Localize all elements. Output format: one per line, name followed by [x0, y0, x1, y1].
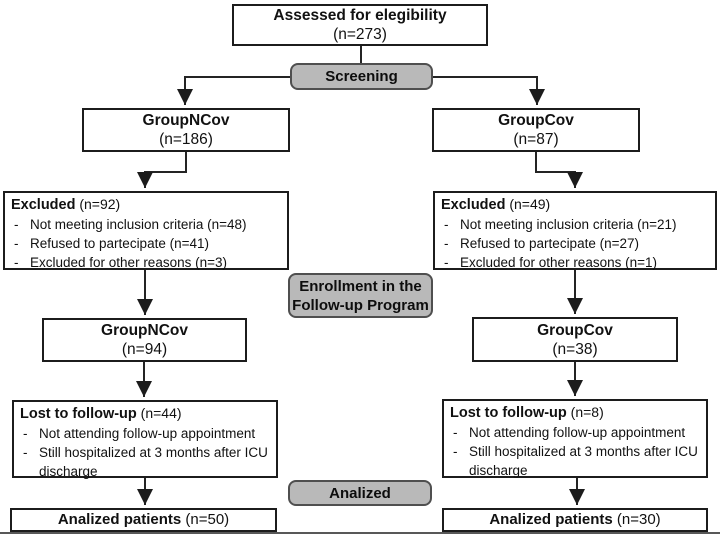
excluded-cov-box: Excluded (n=49) - Not meeting inclusion … — [433, 191, 717, 270]
list-item: - Still hospitalized at 3 months after I… — [450, 442, 701, 480]
lost-ncov-label: Lost to follow-up — [20, 406, 137, 422]
list-item: - Not meeting inclusion criteria (n=48) — [11, 215, 282, 234]
list-item-text: Refused to partecipate (n=41) — [30, 236, 209, 251]
connector-groupcov-to-excluded — [535, 150, 584, 188]
connector-screening-to-groupcov — [432, 76, 546, 105]
group-ncov-enrolled-title: GroupNCov — [101, 322, 188, 339]
stage-screening-label: Screening — [325, 68, 398, 85]
connector-screening-to-groupncov — [176, 76, 291, 105]
group-cov-screened-title: GroupCov — [498, 112, 574, 129]
excluded-ncov-label: Excluded — [11, 197, 76, 213]
group-cov-screened-count: (n=87) — [513, 131, 559, 148]
lost-ncov-title: Lost to follow-up (n=44) — [20, 404, 271, 424]
list-item-text: Not meeting inclusion criteria (n=21) — [460, 217, 677, 232]
lost-cov-count: (n=8) — [570, 404, 604, 420]
bullet-dash: - — [453, 425, 458, 440]
group-cov-enrolled-box: GroupCov (n=38) — [472, 317, 678, 362]
stage-screening: Screening — [290, 63, 433, 90]
group-ncov-enrolled-box: GroupNCov (n=94) — [42, 318, 247, 362]
list-item-text: Not attending follow-up appointment — [39, 426, 256, 441]
analized-cov-count: (n=30) — [616, 511, 661, 528]
group-ncov-enrolled-count: (n=94) — [121, 341, 168, 358]
list-item: - Refused to partecipate (n=27) — [441, 234, 710, 253]
list-item: - Excluded for other reasons (n=3) — [11, 253, 282, 272]
list-item-text: Excluded for other reasons (n=3) — [30, 255, 227, 270]
group-ncov-screened-box: GroupNCov (n=186) — [82, 108, 290, 152]
lost-ncov-box: Lost to follow-up (n=44) - Not attending… — [12, 400, 278, 481]
analized-ncov-count: (n=50) — [185, 511, 230, 528]
stage-enrollment: Enrollment in the Follow-up Program — [288, 273, 433, 318]
list-item-text: Still hospitalized at 3 months after ICU… — [469, 444, 698, 478]
group-cov-enrolled-title: GroupCov — [537, 321, 613, 339]
bullet-dash: - — [23, 426, 28, 441]
list-item-text: Excluded for other reasons (n=1) — [460, 255, 657, 270]
list-item-text: Not attending follow-up appointment — [469, 425, 686, 440]
list-item: - Not attending follow-up appointment — [450, 423, 701, 442]
bullet-dash: - — [444, 236, 449, 251]
assessed-title: Assessed for elegibility — [273, 7, 447, 24]
stage-enrollment-label-line2: Follow-up Program — [292, 296, 429, 314]
assessed-count: (n=273) — [333, 26, 387, 43]
bullet-dash: - — [14, 236, 19, 251]
bullet-dash: - — [453, 444, 458, 459]
connector-groupncov-to-excluded — [136, 150, 187, 188]
bullet-dash: - — [14, 255, 19, 270]
group-cov-screened-box: GroupCov (n=87) — [432, 108, 640, 152]
list-item: - Refused to partecipate (n=41) — [11, 234, 282, 253]
excluded-ncov-title: Excluded (n=92) — [11, 195, 282, 215]
analized-cov-title: Analized patients — [489, 511, 613, 528]
bullet-dash: - — [23, 445, 28, 460]
excluded-cov-title: Excluded (n=49) — [441, 195, 710, 215]
excluded-ncov-count: (n=92) — [79, 196, 121, 212]
stage-analized-label: Analized — [329, 484, 391, 502]
group-ncov-screened-count: (n=186) — [159, 131, 213, 148]
list-item: - Not meeting inclusion criteria (n=21) — [441, 215, 710, 234]
stage-enrollment-label-line1: Enrollment in the — [299, 277, 422, 295]
group-ncov-screened-title: GroupNCov — [142, 112, 230, 129]
assessed-box: Assessed for elegibility (n=273) — [232, 4, 488, 46]
excluded-ncov-box: Excluded (n=92) - Not meeting inclusion … — [3, 191, 289, 270]
figure-bottom-rule — [0, 532, 720, 534]
list-item-text: Refused to partecipate (n=27) — [460, 236, 639, 251]
analized-cov-box: Analized patients (n=30) — [442, 508, 708, 532]
bullet-dash: - — [444, 255, 449, 270]
stage-analized: Analized — [288, 480, 432, 506]
list-item: - Still hospitalized at 3 months after I… — [20, 443, 271, 481]
lost-cov-title: Lost to follow-up (n=8) — [450, 403, 701, 423]
bullet-dash: - — [444, 217, 449, 232]
excluded-cov-count: (n=49) — [509, 196, 551, 212]
list-item-text: Still hospitalized at 3 months after ICU… — [39, 445, 268, 479]
excluded-cov-label: Excluded — [441, 197, 506, 213]
lost-cov-box: Lost to follow-up (n=8) - Not attending … — [442, 399, 708, 478]
group-cov-enrolled-count: (n=38) — [552, 340, 598, 358]
list-item: - Excluded for other reasons (n=1) — [441, 253, 710, 272]
analized-ncov-title: Analized patients — [57, 511, 182, 528]
list-item: - Not attending follow-up appointment — [20, 424, 271, 443]
list-item-text: Not meeting inclusion criteria (n=48) — [30, 217, 247, 232]
lost-ncov-count: (n=44) — [140, 405, 182, 421]
analized-ncov-box: Analized patients (n=50) — [10, 508, 277, 532]
bullet-dash: - — [14, 217, 19, 232]
lost-cov-label: Lost to follow-up — [450, 405, 567, 421]
